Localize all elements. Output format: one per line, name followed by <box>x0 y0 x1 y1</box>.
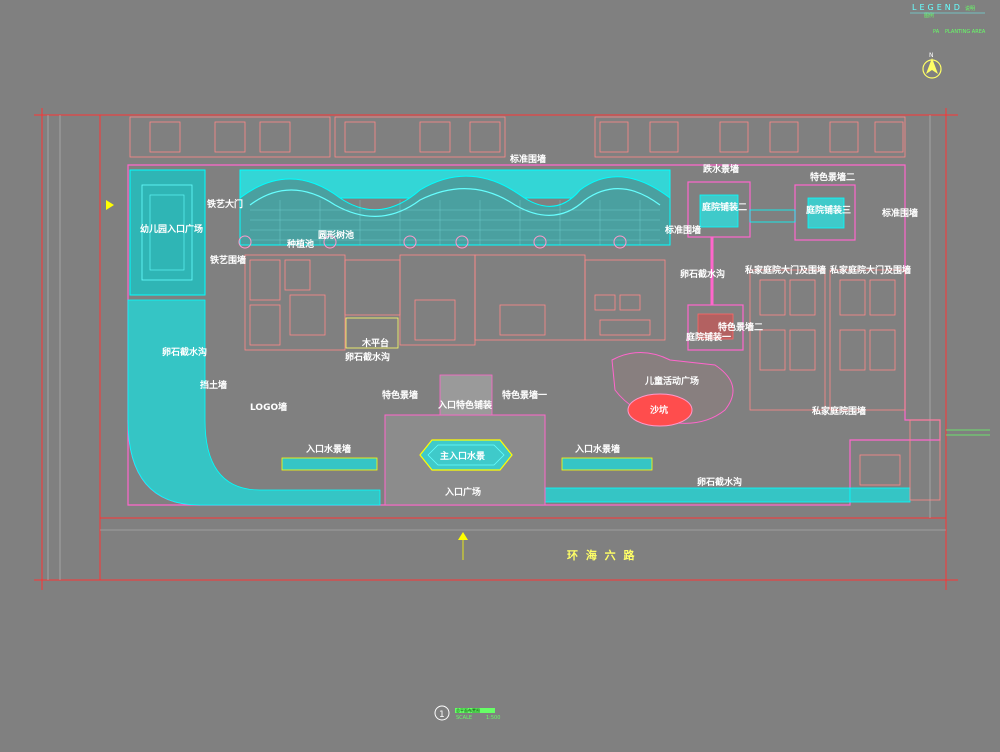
label-iron-fence: 铁艺围墙 <box>210 254 246 266</box>
label-courtyard-1: 庭院铺装一 <box>686 331 731 343</box>
title-text: 总平面布置图 <box>456 707 480 713</box>
site-boundary <box>34 108 958 590</box>
bottom-ditch-ext <box>849 487 911 503</box>
label-iron-gate: 铁艺大门 <box>207 198 243 210</box>
label-standard-wall-top: 标准围墙 <box>509 153 546 165</box>
label-logo-wall: LOGO墙 <box>250 401 287 413</box>
tree-pools <box>238 235 627 249</box>
label-gravel-ditch-right: 卵石截水沟 <box>680 268 725 280</box>
label-kindergarten-plaza: 幼儿园入口广场 <box>140 223 203 235</box>
label-private-gate-2: 私家庭院大门及围墙 <box>829 264 911 276</box>
label-wood-platform: 木平台 <box>361 337 389 349</box>
label-feature-wall-1: 特色景墙一 <box>502 389 547 401</box>
label-gravel-ditch-bottom: 卵石截水沟 <box>697 476 742 488</box>
label-drop-wall: 跌水景墙 <box>703 163 739 175</box>
title-bar <box>455 708 495 713</box>
label-gravel-ditch-left: 卵石截水沟 <box>162 346 207 358</box>
label-courtyard-2: 庭院铺装二 <box>702 201 747 213</box>
label-planting-pool: 种植池 <box>286 238 314 250</box>
north-letter: N <box>929 52 934 59</box>
legend-item-text: PLANTING AREA <box>945 29 986 35</box>
north-arrow-icon: N <box>922 52 942 79</box>
central-buildings <box>244 254 666 351</box>
label-entrance-feature-paving: 入口特色铺装 <box>437 399 493 411</box>
legend-title: LEGEND <box>912 3 963 12</box>
label-feature-wall-2-mid: 特色景墙二 <box>718 321 763 333</box>
title-scale-right: 1:500 <box>486 715 500 721</box>
legend-code: PA <box>933 29 940 35</box>
legend-sub-right: 说明 <box>965 5 975 12</box>
label-road-name: 环 海 六 路 <box>567 548 637 562</box>
title-number: 1 <box>439 710 445 720</box>
label-standard-wall-right: 标准围墙 <box>881 207 918 219</box>
residential-units <box>749 269 906 411</box>
label-feature-wall-left: 特色景墙 <box>382 389 418 401</box>
title-block: 1 总平面布置图 SCALE 1:500 <box>434 705 500 721</box>
label-retaining-wall: 挡土墙 <box>200 379 227 391</box>
label-round-pool: 圆形树池 <box>318 229 354 241</box>
label-standard-wall-mid: 标准围墙 <box>664 224 701 236</box>
legend-sub-left: 图例 <box>924 12 934 19</box>
plan-labels: 幼儿园入口广场 铁艺大门 铁艺围墙 种植池 圆形树池 标准围墙 跌水景墙 特色景… <box>140 153 918 562</box>
label-private-wall: 私家庭院围墙 <box>811 405 866 417</box>
label-entrance-plaza: 入口广场 <box>444 486 481 498</box>
water-wall-right <box>561 457 653 471</box>
label-sandpit: 沙坑 <box>650 404 668 416</box>
label-private-gate-1: 私家庭院大门及围墙 <box>744 264 826 276</box>
pipe-marker <box>946 429 990 436</box>
label-entrance-water-left: 入口水景墙 <box>305 443 351 455</box>
label-main-water: 主入口水景 <box>440 450 485 462</box>
label-courtyard-3: 庭院铺装三 <box>806 204 851 216</box>
entrance-plaza-area <box>384 374 546 506</box>
label-entrance-water-right: 入口水景墙 <box>574 443 620 455</box>
title-scale-left: SCALE <box>456 715 472 721</box>
wood-platform-outline <box>345 317 399 349</box>
entrance-arrow-icon <box>458 532 468 540</box>
bottom-ditch <box>544 487 851 503</box>
left-ditch <box>127 299 381 506</box>
water-wall-left <box>281 457 378 471</box>
label-gravel-ditch-center: 卵石截水沟 <box>345 351 390 363</box>
legend-block: LEGEND 图例 说明 PA PLANTING AREA <box>910 3 986 35</box>
entry-arrow-icon <box>106 200 114 210</box>
right-terrace <box>859 419 941 501</box>
road-lines <box>47 115 946 580</box>
kids-plaza-area <box>611 352 734 427</box>
wave-water-feature <box>239 169 671 246</box>
label-feature-wall-2-top: 特色景墙二 <box>810 171 855 183</box>
courtyard-areas <box>687 181 856 351</box>
label-kids-plaza: 儿童活动广场 <box>644 375 699 387</box>
kindergarten-plaza-area <box>129 169 206 296</box>
building-strip-top <box>129 116 906 158</box>
